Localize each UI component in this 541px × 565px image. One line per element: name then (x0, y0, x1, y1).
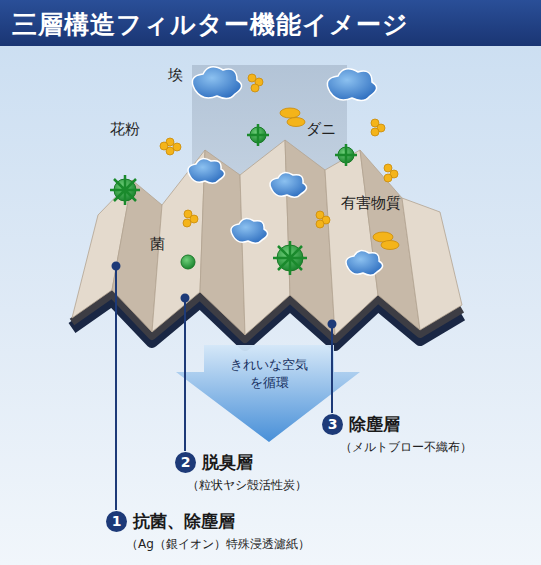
layer-name: 脱臭層 (202, 451, 253, 474)
callout-number: 3 (322, 414, 343, 435)
layer-material: （Ag（銀イオン）特殊浸透濾紙） (126, 536, 310, 553)
particle-label: ダニ (306, 120, 336, 139)
leader-lines (113, 263, 336, 511)
title-text: 三層構造フィルター機能イメージ (12, 8, 409, 41)
particle-label: 菌 (150, 235, 165, 254)
layer-name: 抗菌、除塵層 (133, 510, 235, 533)
arrow-label-node: きれいな空気 を循環 (222, 356, 316, 391)
particle-label: 有害物質 (341, 194, 401, 213)
particle-label: 埃 (168, 66, 183, 85)
arrow-text: きれいな空気 を循環 (222, 356, 316, 391)
callout-number: 1 (106, 511, 127, 532)
layer-name: 除塵層 (349, 413, 400, 436)
pleat-faces (72, 140, 462, 335)
particle-label: 花粉 (110, 120, 140, 139)
title-bar: 三層構造フィルター機能イメージ (0, 0, 541, 46)
layer-material: （メルトブロー不織布） (340, 439, 472, 456)
particles (110, 67, 399, 275)
layer-material: （粒状ヤシ殻活性炭） (187, 477, 307, 494)
callout-number: 2 (175, 452, 196, 473)
pleat-face (402, 198, 462, 330)
